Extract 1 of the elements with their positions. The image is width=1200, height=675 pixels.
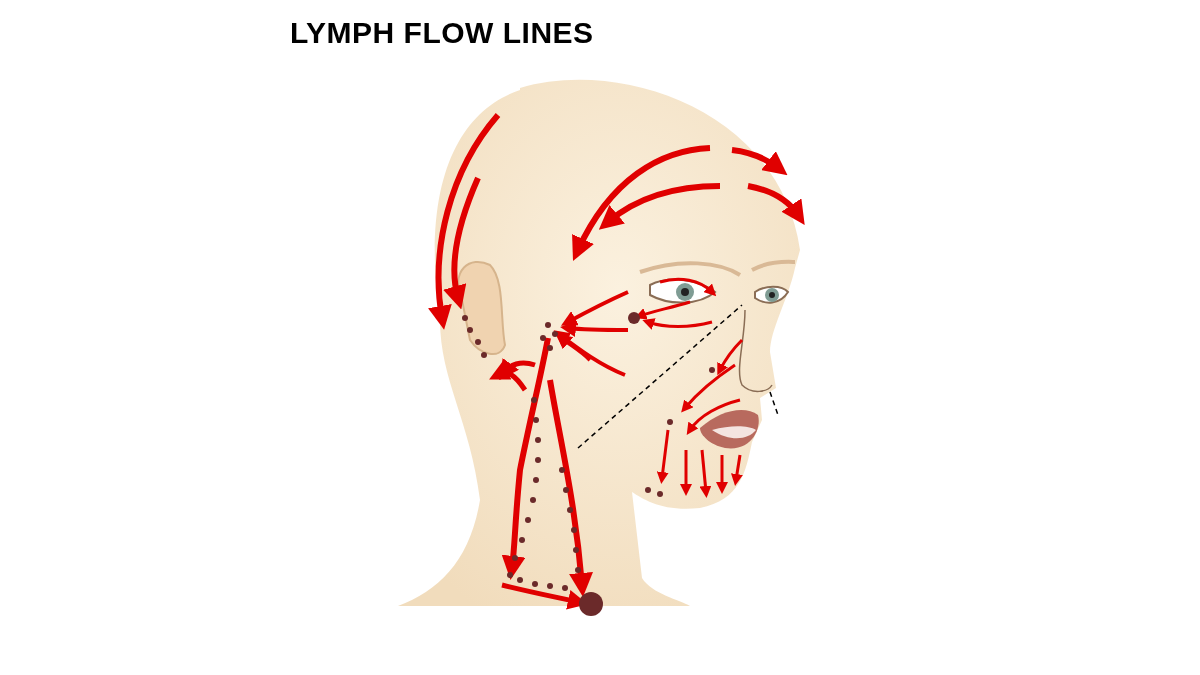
title: LYMPH FLOW LINES xyxy=(290,16,594,50)
